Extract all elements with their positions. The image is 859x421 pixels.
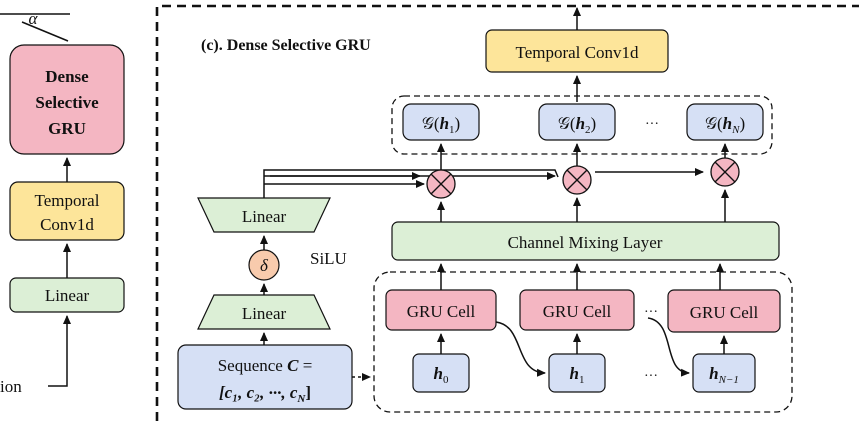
panel-c-title: (c). Dense Selective GRU [201,37,371,54]
gn-close: ) [739,114,745,133]
h-node-1-label: h1 [570,364,585,386]
g1-var: h [440,114,449,133]
left-temporal-conv-block [9,181,125,241]
gru-ellipsis: ··· [644,305,658,320]
g-node-1-label: 𝒢(h1) [422,114,460,136]
g-node-2-box [538,103,616,141]
sequence-line-2: [c₁, c₂, ···, cN] [219,383,311,405]
g-node-1-box [402,103,480,141]
h-node-n-1: hN−1 [692,353,756,393]
linear-top-trapezoid [197,197,331,233]
dense-gru-text-1: Dense [45,67,89,86]
silu-label: SiLU [310,249,347,268]
temporal-conv-block [485,29,669,73]
gru-cell-3-label: GRU Cell [690,303,759,322]
g1-sub: 1 [449,124,455,136]
g1-close: ) [455,114,461,133]
gru-cell-1: GRU Cell [385,289,497,331]
left-temporal-text-1: Temporal [35,191,100,210]
seq-list-close: ] [305,383,311,402]
h0-var: h [434,364,443,383]
gru-cell-2-box [519,289,635,331]
hn1-var: h [709,364,718,383]
multiply-node-2 [562,165,592,195]
gating-branch: Linear δ SiLU Linear Sequence C = [c₁, c… [177,197,371,410]
recurrent-arrow-1 [495,321,546,377]
linear-bottom-trapezoid [197,294,331,330]
gru-cell-1-box [385,289,497,331]
h1-var: h [570,364,579,383]
g-nodes-group [391,95,773,155]
multiply-3-cross-b [714,161,736,183]
g-node-1: 𝒢(h1) [402,103,480,141]
seq-word: Sequence [218,356,287,375]
gn-func: 𝒢( [705,114,723,133]
multiply-node-3 [710,157,740,187]
left-linear-text: Linear [45,286,90,305]
alpha-arrow-line [21,21,69,42]
hn1-sub: N−1 [718,374,739,386]
seq-list: [c₁, c₂, ···, c [219,383,298,402]
g2-var: h [576,114,585,133]
alpha-label: α [29,9,39,28]
channel-mixing-label: Channel Mixing Layer [508,233,663,252]
left-temporal-text-2: Conv1d [40,215,94,234]
recurrent-arrow-2 [647,317,690,377]
g2-sub: 2 [585,124,591,136]
h-node-0-label: h0 [434,364,449,386]
seq-var: C [287,356,299,375]
gn-sub: N [731,124,740,136]
dense-gru-block [9,44,125,155]
g1-func: 𝒢( [422,114,440,133]
h1-sub: 1 [579,374,585,386]
left-panel: α Dense Selective GRU Temporal Conv1d Li… [0,9,125,396]
left-input-fragment: ion [0,377,22,396]
dense-gru-text-2: Selective [35,93,99,112]
g2-func: 𝒢( [558,114,576,133]
linear-top-label: Linear [242,207,287,226]
delta-circle [248,249,280,281]
seq-list-sub: N [296,393,306,405]
g-node-n-label: 𝒢(hN) [705,114,745,136]
h-node-0: h0 [412,353,470,393]
gru-cell-2-label: GRU Cell [543,302,612,321]
g-node-n: 𝒢(hN) [686,103,764,141]
h-node-n-1-box [692,353,756,393]
h-node-n-1-label: hN−1 [709,364,739,386]
temporal-conv-label: Temporal Conv1d [516,43,639,62]
g-node-2: 𝒢(h2) [538,103,616,141]
multiply-node-1 [426,169,456,199]
gru-cell-3-box [667,289,781,333]
panel-c-dashed-border [155,4,859,421]
gru-cell-1-label: GRU Cell [407,302,476,321]
g2-close: ) [591,114,597,133]
g-ellipsis: ··· [645,117,659,132]
linear-bottom-label: Linear [242,304,287,323]
g-node-n-box [686,103,764,141]
channel-mixing-layer [391,221,780,261]
seq-eq: = [298,356,312,375]
h-ellipsis: ··· [644,369,658,384]
gru-cells-group [373,271,793,413]
arrow-input-to-linear [48,315,71,387]
h-node-1: h1 [548,353,606,393]
gru-cell-3: GRU Cell [667,289,781,333]
h0-sub: 0 [443,374,449,386]
dense-gru-text-3: GRU [48,119,86,138]
multiply-2-cross-b [566,169,588,191]
sequence-line-1: Sequence C = [218,356,313,375]
left-linear-block [9,277,125,313]
delta-label: δ [260,256,269,275]
multiply-1-cross-b [430,173,452,195]
gru-cell-2: GRU Cell [519,289,635,331]
gn-var: h [723,114,732,133]
g-node-2-label: 𝒢(h2) [558,114,596,136]
